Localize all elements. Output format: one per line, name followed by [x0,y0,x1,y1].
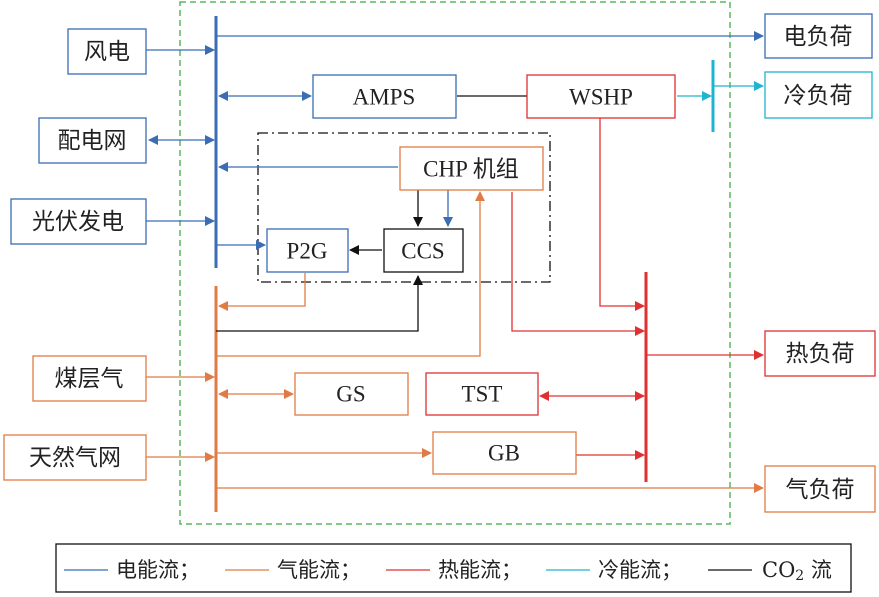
p2g-to-gas-bus-flow [218,273,306,311]
legend-heat-label: 热能流； [438,558,522,582]
gas-grid-box: 天然气网 [3,434,147,481]
chp-unit-label: CHP 机组 [423,157,519,182]
p2g-box: P2G [266,228,349,273]
gs-box: GS [294,372,409,416]
chp-unit-box: CHP 机组 [399,146,544,191]
pv-power-box: 光伏发电 [10,198,147,245]
amps-label: AMPS [353,85,416,110]
gb-box: GB [432,431,577,475]
chp-ccs-boundary [257,132,551,283]
coalbed-gas-label: 煤层气 [55,366,124,392]
legend-co2-sub: 2 [795,568,804,584]
wshp-box: WSHP [526,74,676,119]
legend-frame [55,543,852,593]
legend-gas-label: 气能流； [277,558,361,582]
coalbed-gas-box: 煤层气 [32,355,147,402]
gas-bus-to-chp-flow [216,191,485,357]
cold-load-label: 冷负荷 [784,83,853,109]
ccs-box: CCS [383,228,464,273]
wshp-to-heat-bus-flow [599,117,645,311]
legend-electric-label: 电能流； [116,558,200,582]
p2g-label: P2G [287,239,328,264]
gb-label: GB [488,441,520,466]
wind-power-box: 风电 [67,28,147,75]
distribution-grid-box: 配电网 [38,117,147,164]
tst-box: TST [425,372,539,416]
gas-grid-label: 天然气网 [29,445,121,471]
gas-load-label: 气负荷 [786,477,855,503]
distribution-grid-label: 配电网 [58,128,127,154]
gas-load-box: 气负荷 [764,465,876,513]
legend-co2-suffix: 流 [804,558,832,582]
legend: 电能流； 气能流； 热能流； 冷能流； CO2 流 [55,543,852,593]
legend-co2-label: CO2 流 [762,558,832,584]
amps-box: AMPS [312,74,457,119]
pv-power-label: 光伏发电 [32,209,124,235]
gas-bus-to-ccs-co2-flow [216,275,423,332]
electric-load-box: 电负荷 [764,13,873,59]
legend-cold-label: 冷能流； [598,558,682,582]
legend-co2-prefix: CO [762,558,795,582]
electric-load-label: 电负荷 [784,24,853,50]
wind-power-label: 风电 [84,39,130,65]
heat-load-box: 热负荷 [764,330,876,377]
wshp-label: WSHP [569,85,633,110]
system-boundary [179,1,731,525]
ccs-label: CCS [401,239,444,264]
cold-load-box: 冷负荷 [764,71,873,119]
heat-load-label: 热负荷 [786,341,855,367]
tst-label: TST [462,382,503,407]
gs-label: GS [336,382,365,407]
chp-to-heat-bus-flow [511,192,645,336]
